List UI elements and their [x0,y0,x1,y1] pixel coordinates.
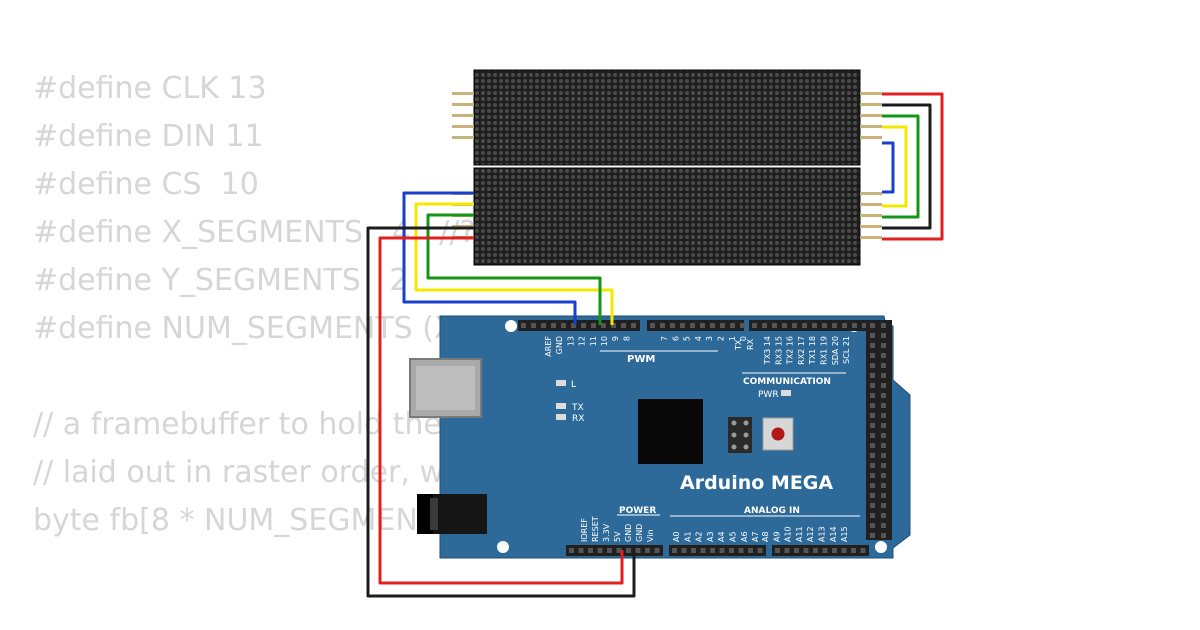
pin-label: A3 [706,531,715,542]
pin-label: A11 [795,526,804,542]
top-header-digital[interactable] [518,320,866,331]
pin-label: SCL 21 [842,336,851,364]
code-line: #define NUM_SEGMENTS (X [33,311,455,346]
pin-label: A12 [806,526,815,542]
pin-label: RX3 15 [774,336,783,365]
svg-text:L: L [571,380,576,390]
chain-wire-clk[interactable] [882,141,895,194]
chain-wire-vcc[interactable] [882,92,944,241]
wire-gnd[interactable] [366,226,636,598]
pin-label: A1 [683,531,692,542]
dc-power-jack[interactable] [417,494,487,534]
matrix-bottom-output-pins [860,192,882,239]
svg-text:PWR: PWR [758,390,779,400]
wire-din-pin11[interactable] [426,213,602,325]
pin-label: 1 [728,336,737,341]
code-line: #define Y_SEGMENTS 2 [33,263,409,298]
right-header-digital[interactable] [866,320,892,540]
led-matrix-top[interactable] [452,69,882,166]
pwr-led: PWR [758,390,791,400]
pin-label: RX2 17 [797,336,806,365]
pin-label: 10 [600,336,609,346]
pin-label: A2 [695,531,704,542]
wire-vcc-5v[interactable] [378,236,624,585]
pin-label: 6 [671,336,680,341]
pin-label: TX [734,339,743,351]
pin-label: RX [746,338,755,350]
pin-label: A6 [740,531,749,542]
code-text: #define CLK 13 #define DIN 11 #define CS 1… [33,65,891,545]
bottom-header-power[interactable] [566,545,663,556]
pin-label: 3.3V [602,523,611,542]
reset-button[interactable] [762,417,794,451]
svg-text:RX: RX [572,414,584,424]
chain-wire-din[interactable] [882,114,920,219]
analog-in-label: ANALOG IN [744,506,800,516]
pin-label: 4 [694,336,703,341]
pin-label: 7 [660,336,669,341]
l-led: L [556,380,576,390]
pin-label: 0 [739,336,748,341]
code-line: #define CS 10 [33,167,259,202]
code-line: #define X_SEGMENTS 4 //?? [33,215,492,250]
pin-label: RESET [591,516,600,542]
pin-label: TX3 14 [763,336,772,365]
pin-label: 12 [578,336,587,346]
wire-clk-pin13[interactable] [402,191,577,325]
pin-label: AREF [544,336,553,357]
pin-label: A5 [729,531,738,542]
pin-label: A7 [751,531,760,542]
pin-label: A9 [772,531,781,542]
pin-label: GND [624,524,633,542]
icsp-header[interactable] [728,417,752,453]
pin-label: 13 [566,336,575,346]
pin-label: 5V [613,531,622,542]
rx-led: RX [556,414,584,424]
pin-label: A10 [784,526,793,542]
pin-label: SDA 20 [831,336,840,365]
pin-label: RX1 19 [820,336,829,365]
pwm-label: PWM [627,354,655,365]
pin-label: 5 [683,336,692,341]
pin-label: 8 [622,336,631,341]
board-name: Arduino MEGA [680,472,833,494]
svg-text:TX: TX [571,403,584,413]
pin-label: GND [555,336,564,354]
pin-label: TX2 16 [786,336,795,365]
pin-label: A8 [761,531,770,542]
code-line: #define DIN 11 [33,119,264,154]
pin-label: TX1 18 [808,336,817,365]
pin-label: 9 [611,336,620,341]
bottom-header-analog[interactable] [669,545,869,556]
matrix-top-input-pins [452,92,474,139]
pin-label: A15 [840,526,849,542]
pin-label: 3 [705,336,714,341]
power-label: POWER [619,506,656,516]
pin-label: A4 [717,531,726,542]
pin-label: GND [635,524,644,542]
wire-cs-pin10[interactable] [414,202,614,325]
communication-label: COMMUNICATION [743,377,831,387]
pin-label: IOREF [580,518,589,542]
led-matrix-bottom[interactable] [452,167,882,266]
pin-label: Vin [646,529,655,542]
code-line: byte fb[8 * NUM_SEGMEN [33,503,418,538]
pin-label: A0 [672,531,681,542]
pin-label: 2 [717,336,726,341]
pin-label: A13 [818,526,827,542]
chain-wire-cs[interactable] [882,125,908,208]
pin-label: A14 [829,526,838,542]
code-line: #define CLK 13 [33,71,267,106]
pin-label: 11 [589,336,598,346]
matrix-top-output-pins [860,92,882,139]
tx-led: TX [556,403,584,413]
microcontroller-chip [638,399,703,464]
chain-wire-gnd[interactable] [882,103,932,230]
